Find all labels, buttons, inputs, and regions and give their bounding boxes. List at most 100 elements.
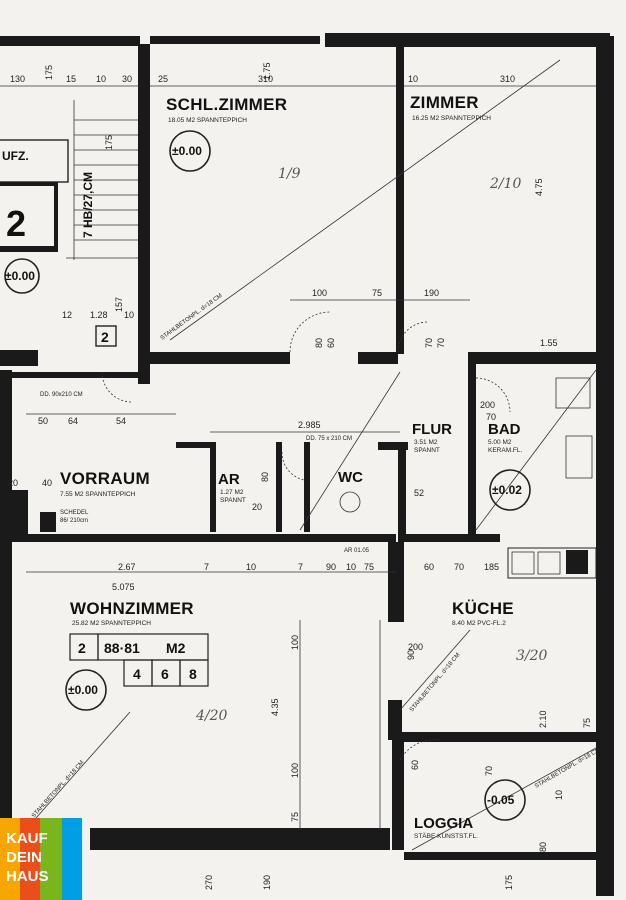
dim-v-29: 60 <box>410 760 420 770</box>
dim-v-18: 80 <box>260 472 270 482</box>
note-stahlbeton-1: STAHLBETONPL. d=18 CM <box>160 293 224 342</box>
room-area-schlafzimmer: 18.05 M2 SPANNTEPPICH <box>168 117 247 124</box>
room-name-vorraum: VORRAUM <box>60 469 150 488</box>
dim-top-5: 25 <box>158 74 168 84</box>
room-area-ar: 1.27 M2 <box>220 489 244 496</box>
room-loggia: LOGGIA STÄBE KUNSTST.FL. -0.05 <box>414 779 526 840</box>
dim-top-4: 30 <box>122 74 132 84</box>
dim-v-9: 4.75 <box>534 178 544 196</box>
dim-top-1: 130 <box>10 74 25 84</box>
dimension-lines <box>0 85 596 830</box>
dim-v-1: 175 <box>104 135 114 150</box>
summary-room-1: 4 <box>133 666 141 682</box>
room-vorraum: VORRAUM 7.55 M2 SPANNTEPPICH <box>60 469 150 498</box>
dim-mid-8: 7 <box>298 562 303 572</box>
room-area-kueche: 8.40 M2 PVC-FL.2 <box>452 620 506 627</box>
room-note-zimmer: 2/10 <box>489 176 522 192</box>
dim-misc-14: 1.55 <box>540 338 558 348</box>
dim-v-32: 75 <box>582 718 592 728</box>
kaufdeinhaus-logo: KAUF DEIN HAUS <box>0 818 82 900</box>
dim-room-2: 75 <box>372 288 382 298</box>
room-name-ar: AR <box>218 471 240 488</box>
dim-misc-15: 200 <box>480 400 495 410</box>
note-stahlbeton-2: STAHLBETONPL. d=18 CM <box>31 760 85 819</box>
stair-label: UFZ. <box>2 149 29 163</box>
room-name-schlafzimmer: SCHL.ZIMMER <box>166 95 287 114</box>
room-area-vorraum: 7.55 M2 SPANNTEPPICH <box>60 491 136 498</box>
dim-v-35: 1.75 <box>262 62 272 80</box>
area-summary: 2 88·81 M2 4 6 8 <box>69 633 209 687</box>
dim-v-31: 2.10 <box>538 710 548 728</box>
room-level-loggia: -0.05 <box>487 793 515 807</box>
dim-misc-17: 52 <box>414 488 424 498</box>
note-ar-dim: AR 01.05 <box>344 548 370 554</box>
summary-room-2: 6 <box>161 666 169 682</box>
dim-misc-16: 70 <box>486 412 496 422</box>
dim-misc-6: 64 <box>68 416 78 426</box>
dim-mid-5: 2.67 <box>118 562 136 572</box>
dim-mid-7: 10 <box>246 562 256 572</box>
dim-v-33: 80 <box>538 842 548 852</box>
note-stahlbeton-4: STAHLBETONPL. d=18 CM <box>534 747 602 790</box>
room-level-bad: ±0.02 <box>492 483 522 497</box>
dim-v-25: 100 <box>290 635 300 650</box>
room-name-loggia: LOGGIA <box>414 815 473 832</box>
summary-room-3: 8 <box>189 666 197 682</box>
dim-v-26: 4.35 <box>270 698 280 716</box>
dim-top-8: 310 <box>500 74 515 84</box>
dim-top-7: 10 <box>408 74 418 84</box>
dim-misc-3: 12 <box>62 310 72 320</box>
logo-line-2: DEIN <box>6 849 42 866</box>
room-level-wohnzimmer: ±0.00 <box>68 683 98 697</box>
room-note-schlafzimmer: 1/9 <box>278 166 301 182</box>
note-stahlbeton-3: STAHLBETONPL. d=18 CM <box>409 652 462 713</box>
room-schlafzimmer: SCHL.ZIMMER 18.05 M2 SPANNTEPPICH ±0.00 … <box>166 95 301 182</box>
room-area-loggia: STÄBE KUNSTST.FL. <box>414 832 478 840</box>
dim-misc-7: 20 <box>8 478 18 488</box>
room-floor-flur: SPANNT <box>414 447 440 454</box>
logo-line-1: KAUF <box>6 830 48 847</box>
dim-v-28: 75 <box>290 812 300 822</box>
dim-misc-8: 40 <box>42 478 52 488</box>
note-durchgang: DD. 90x210 CM <box>40 392 83 398</box>
dim-mid-1: 2.985 <box>298 420 321 430</box>
dim-mid-2: 5.075 <box>112 582 135 592</box>
room-area-wohnzimmer: 25.82 M2 SPANNTEPPICH <box>72 620 151 627</box>
dim-v-12: 70 <box>424 338 434 348</box>
dim-mid-10: 10 <box>346 562 356 572</box>
logo-line-3: HAUS <box>6 868 49 885</box>
dim-v-13: 70 <box>436 338 446 348</box>
room-note-wohnzimmer: 4/20 <box>195 708 228 724</box>
dim-misc-4: 1.28 <box>90 310 108 320</box>
note-wc-door: DD. 75 x 210 CM <box>306 436 352 442</box>
summary-unit-label: M2 <box>166 640 186 656</box>
stair-number: 2 <box>6 203 26 244</box>
room-name-bad: BAD <box>488 421 521 438</box>
stair-level: ±0.00 <box>5 269 35 283</box>
dim-misc-5: 10 <box>124 310 134 320</box>
dim-v-23: 90 <box>406 650 416 660</box>
room-wc: WC <box>338 469 363 513</box>
room-zimmer: ZIMMER 16.25 M2 SPANNTEPPICH 2/10 <box>410 93 522 192</box>
dim-misc-22: 185 <box>484 562 499 572</box>
dim-v-38: 270 <box>204 875 214 890</box>
note-schedel: SCHEDEL <box>60 510 89 516</box>
dim-top-2: 15 <box>66 74 76 84</box>
dim-mid-9: 90 <box>326 562 336 572</box>
dim-misc-20: 60 <box>424 562 434 572</box>
dim-v-39: 175 <box>504 875 514 890</box>
dim-v-30: 70 <box>484 766 494 776</box>
room-name-kueche: KÜCHE <box>452 599 514 618</box>
dim-mid-3: 50 <box>38 416 48 426</box>
room-wohnzimmer: WOHNZIMMER 25.82 M2 SPANNTEPPICH ±0.00 4… <box>65 599 228 724</box>
room-name-flur: FLUR <box>412 421 452 438</box>
note-schedel-sub: 86/ 210cm <box>60 518 88 524</box>
room-note-kueche: 3/20 <box>516 648 548 664</box>
dim-v-11: 60 <box>326 338 336 348</box>
walls <box>0 33 614 896</box>
room-bad: BAD 5.00 M2 KERAM.FL. ±0.02 <box>488 377 593 511</box>
summary-unit: 2 <box>78 640 86 656</box>
dim-misc-19: 20 <box>252 502 262 512</box>
doors <box>101 311 511 761</box>
